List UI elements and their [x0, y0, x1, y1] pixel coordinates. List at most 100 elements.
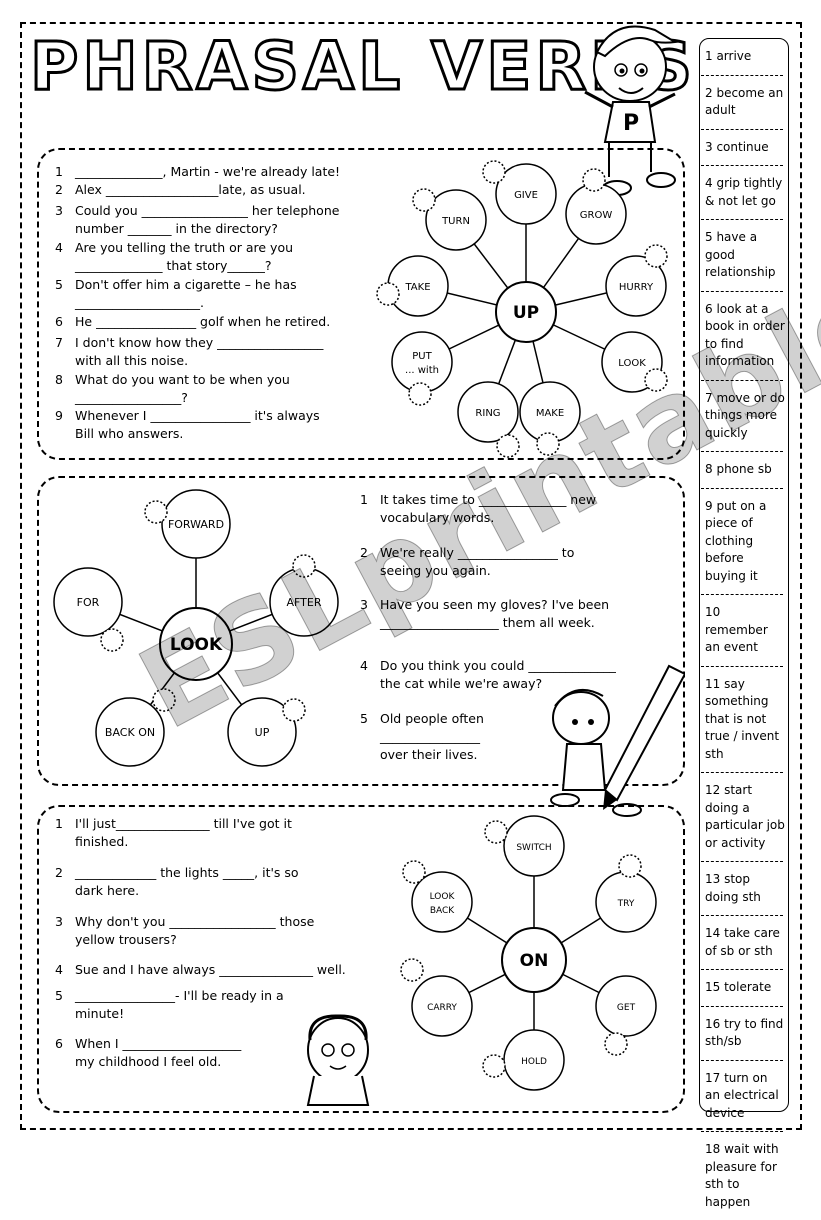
exercise-section-up [37, 148, 685, 460]
question-text: Have you seen my gloves? I've been ______… [380, 596, 609, 632]
definition-item: 15 tolerate [705, 980, 772, 994]
answer-bubble [292, 554, 316, 578]
question-line: my childhood I feel old. [75, 1054, 222, 1069]
question-text: Could you _________________ her telephon… [75, 202, 339, 238]
question-line: When I ___________________ [75, 1036, 242, 1051]
definition-divider [701, 1131, 783, 1132]
question-line: over their lives. [380, 747, 478, 762]
question-line: He ________________ golf when he retired… [75, 314, 331, 329]
web-node-label: CARRY [427, 1003, 457, 1013]
definition-item: 13 stop doing sth [705, 872, 761, 904]
web-node: AFTER [269, 554, 339, 637]
definition-item: 5 have a good relationship [705, 230, 776, 279]
question-line: Sue and I have always _______________ we… [75, 962, 346, 977]
definitions-sidebar [699, 38, 789, 1112]
question-number: 1 [55, 164, 63, 179]
svg-text:P: P [623, 111, 639, 136]
web-node-label: SWITCH [516, 843, 551, 853]
web-node: GIVE [482, 160, 557, 225]
web-node: RING [457, 381, 520, 458]
question-text: He ________________ golf when he retired… [75, 313, 330, 331]
web-node-label: GET [617, 1003, 636, 1013]
answer-bubble [412, 188, 436, 212]
web-node: TAKE [376, 255, 449, 317]
answer-bubble [100, 628, 124, 652]
question-number: 5 [360, 711, 368, 726]
answer-bubble [484, 820, 508, 844]
answer-bubble [496, 434, 520, 458]
question-line: Alex __________________late, as usual. [75, 182, 306, 197]
definition-item: 6 look at a book in order to find inform… [705, 301, 785, 369]
definition-divider [701, 487, 783, 489]
question-number: 5 [55, 277, 63, 292]
definition-divider [701, 379, 783, 381]
question-line: ________________- I'll be ready in a [75, 988, 284, 1003]
question-text: Are you telling the truth or are you____… [75, 239, 293, 275]
question-line: the cat while we're away? [380, 676, 543, 691]
answer-bubble [482, 1054, 506, 1078]
question-text: Don't offer him a cigarette – he has____… [75, 276, 297, 312]
question-number: 3 [360, 597, 368, 612]
definition-divider [701, 915, 783, 916]
question-number: 8 [55, 372, 63, 387]
definition-item: 12 start doing a particular job or activ… [705, 783, 785, 850]
web-node: GROW [565, 168, 627, 245]
web-node-label: GROW [580, 210, 613, 221]
question-line: Have you seen my gloves? I've been [380, 597, 610, 612]
definition-divider [701, 74, 783, 76]
definition-divider [701, 1005, 783, 1007]
question-text: When I ___________________my childhood I… [75, 1035, 241, 1071]
definition-divider [701, 219, 783, 220]
definition-item: 9 put on a piece of clothing before buyi… [705, 498, 767, 583]
answer-bubble [644, 368, 668, 392]
web-node-label: HURRY [619, 282, 654, 293]
web-node-label: MAKE [536, 408, 564, 419]
definition-divider [701, 969, 783, 970]
exercise-section-look [37, 476, 685, 786]
question-line: _____________ the lights _____, it's so [75, 865, 299, 880]
question-line: Whenever I ________________ it's always [75, 408, 320, 423]
question-line: I'll just_______________ till I've got i… [75, 816, 292, 831]
web-center-label: LOOK [170, 635, 223, 655]
exercise-section-on [37, 805, 685, 1113]
page-title: PHRASAL VERBS [29, 28, 696, 105]
definition-divider [701, 290, 783, 292]
web-node-label: TRY [617, 899, 635, 909]
web-node-label: BACK ON [105, 726, 155, 739]
web-center-label: UP [513, 303, 539, 323]
question-line: ___________________ them all week. [380, 615, 595, 630]
question-line: vocabulary words. [380, 510, 495, 525]
definition-item: 1 arrive [705, 49, 752, 63]
question-number: 4 [55, 962, 63, 977]
definition-divider [701, 451, 783, 452]
web-node-label: TAKE [404, 282, 430, 293]
answer-bubble [402, 860, 426, 884]
question-line: Bill who answers. [75, 426, 184, 441]
question-line: Don't offer him a cigarette – he has [75, 277, 297, 292]
web-node: TRY [595, 854, 657, 933]
definition-item: 18 wait with pleasure for sth to happen [705, 1142, 779, 1209]
question-line: yellow trousers? [75, 932, 177, 947]
web-node-label: RING [475, 408, 500, 419]
web-node-label: ... with [405, 365, 439, 376]
question-line: It takes time to ______________ new [380, 492, 597, 507]
question-text: Do you think you could ______________the… [380, 657, 616, 693]
definition-item: 4 grip tightly & not let go [705, 176, 783, 208]
web-node-label: BACK [430, 906, 455, 916]
page-border [20, 22, 802, 1130]
definition-item: 17 turn on an electrical device [705, 1070, 779, 1120]
question-text: It takes time to ______________ new vocab… [380, 491, 596, 527]
web-node: SWITCH [484, 815, 565, 877]
boy-with-pencil-illustration [550, 664, 685, 817]
question-number: 4 [360, 658, 368, 673]
question-number: 6 [55, 1036, 63, 1051]
web-node-label: GIVE [514, 190, 538, 201]
web-node-label: PUT [412, 351, 432, 362]
question-line: I don't know how they _________________ [75, 335, 324, 350]
question-number: 3 [55, 914, 63, 929]
question-line: Are you telling the truth or are you [75, 240, 294, 255]
question-text: Alex __________________late, as usual. [75, 181, 306, 199]
